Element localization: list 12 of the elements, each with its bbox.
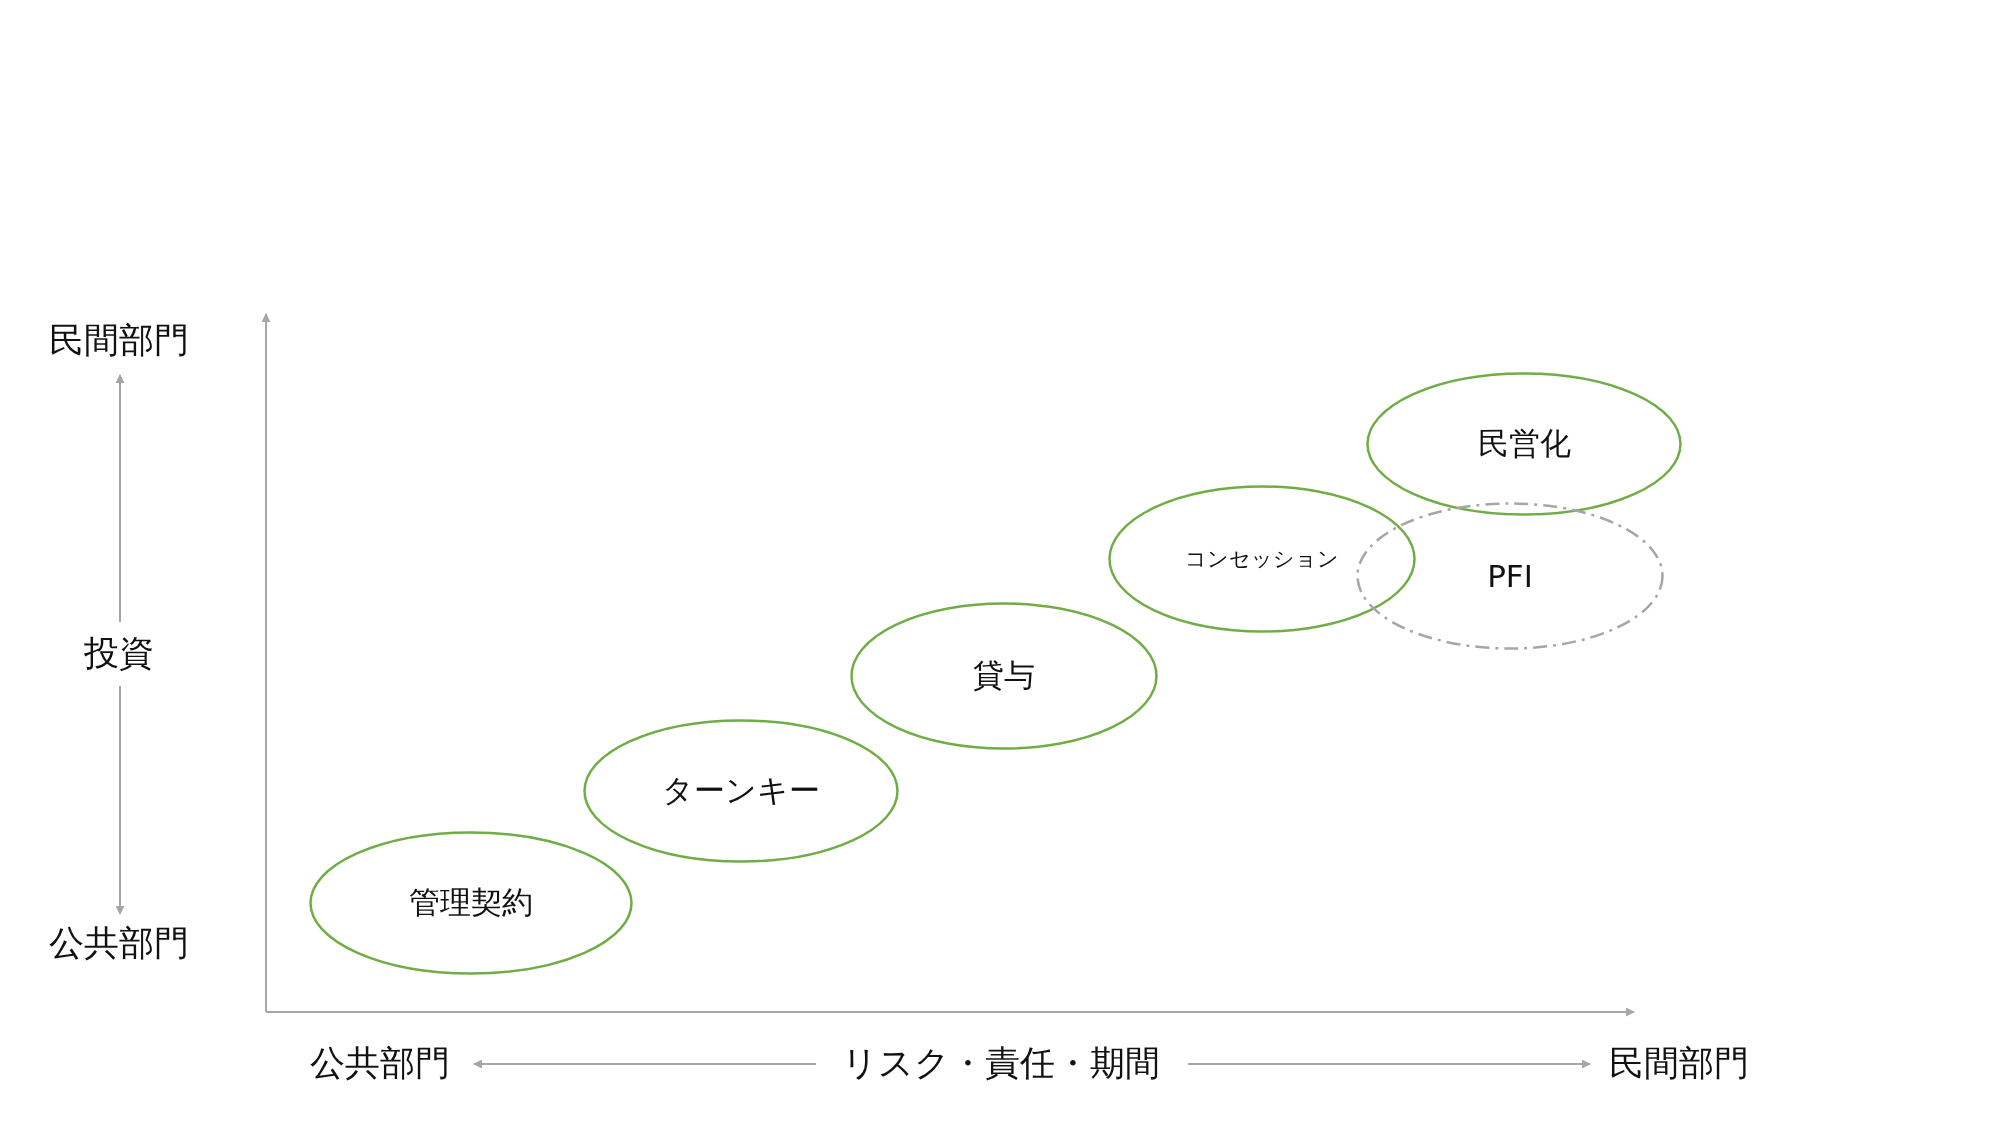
- category-ellipse: ターンキー: [583, 719, 899, 863]
- axis-label: 民間部門: [49, 322, 189, 358]
- category-ellipse: コンセッション: [1108, 485, 1416, 633]
- axis-label: 民間部門: [1609, 1045, 1749, 1081]
- category-ellipse: PFI: [1356, 502, 1664, 650]
- axis-label: 公共部門: [310, 1045, 450, 1081]
- axis-label: 投資: [84, 635, 154, 671]
- category-ellipse: 貸与: [850, 602, 1158, 750]
- axis-label: リスク・責任・期間: [842, 1045, 1160, 1081]
- category-ellipse: 管理契約: [309, 831, 633, 975]
- category-ellipse: 民営化: [1366, 372, 1682, 516]
- axis-label: 公共部門: [49, 925, 189, 961]
